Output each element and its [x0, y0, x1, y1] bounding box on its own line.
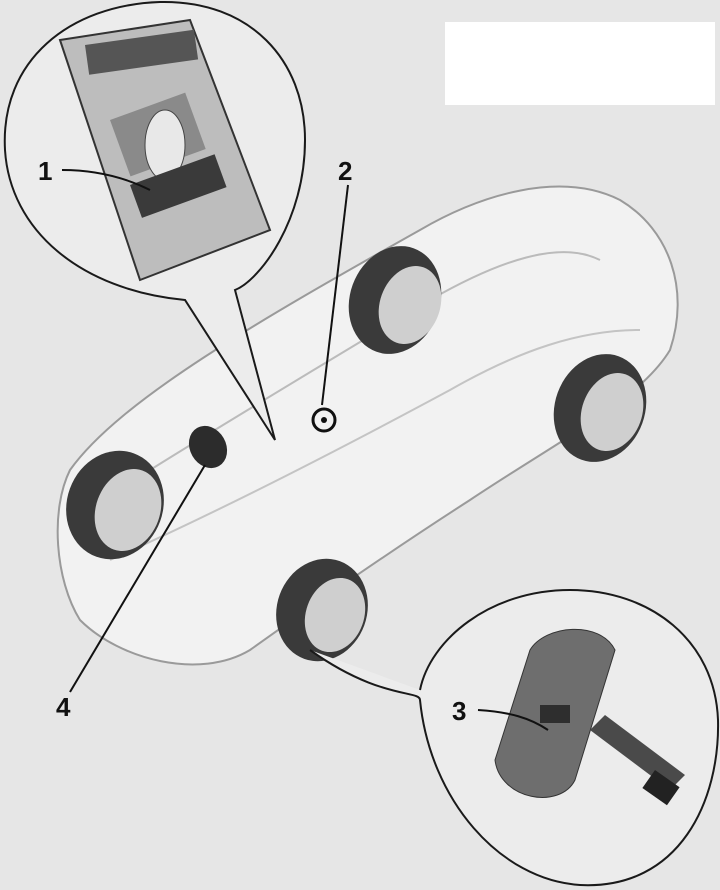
sensor-callout — [309, 588, 720, 887]
center-console-illustration — [58, 18, 272, 282]
dashboard-callout — [3, 0, 307, 441]
wheel-front-left — [276, 558, 368, 662]
wheel-rear-right — [348, 246, 442, 354]
tpms-warning-symbol — [311, 407, 337, 433]
wheel-front-right — [553, 354, 647, 462]
leader-lines — [61, 169, 549, 731]
blank-patch — [445, 22, 715, 105]
label-1: 1 — [38, 156, 52, 186]
label-4: 4 — [56, 692, 71, 722]
label-3: 3 — [452, 696, 466, 726]
label-2: 2 — [338, 156, 352, 186]
control-unit — [188, 425, 228, 469]
tire-pressure-sensor-illustration — [494, 628, 685, 806]
wheel-rear-left — [66, 450, 164, 560]
